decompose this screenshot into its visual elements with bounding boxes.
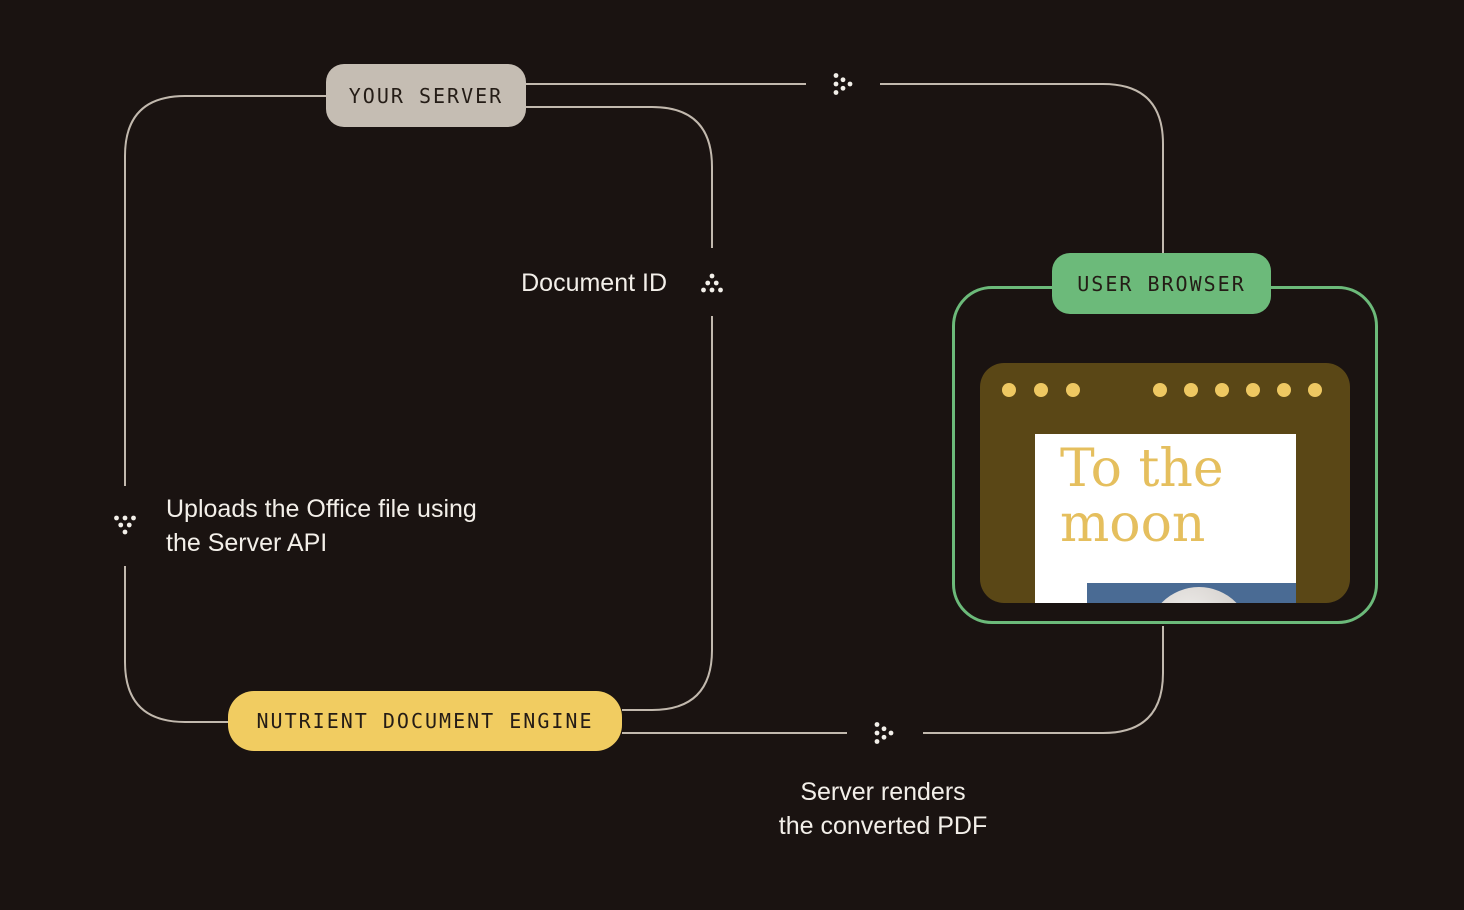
edge-label-document-id: Document ID [521, 269, 667, 297]
moon-image [1147, 587, 1251, 603]
browser-toolbar-dot [1308, 383, 1322, 397]
moon-photo [1087, 583, 1296, 603]
browser-window-controls [1002, 383, 1080, 397]
browser-toolbar-dot [1277, 383, 1291, 397]
connector-upload-segment-1 [124, 95, 326, 486]
node-your-server: YOUR SERVER [326, 64, 526, 127]
document-title-line1: To the [1060, 439, 1224, 499]
edge-label-upload: Uploads the Office file using the Server… [166, 492, 477, 560]
document-title-line2: moon [1060, 494, 1206, 554]
connector-top-segment-2 [880, 83, 1164, 253]
edge-label-upload-line1: Uploads the Office file using [166, 495, 477, 523]
browser-toolbar-dot [1184, 383, 1198, 397]
dotted-arrow-right-icon [833, 73, 853, 95]
dotted-arrow-right-icon [874, 722, 894, 744]
edge-label-render-line2: the converted PDF [778, 812, 988, 840]
dotted-arrow-down-icon [114, 515, 136, 535]
browser-toolbar-dot [1153, 383, 1167, 397]
browser-control-dot [1066, 383, 1080, 397]
connector-docid-segment-2 [622, 316, 713, 711]
browser-window: To the moon [980, 363, 1350, 603]
browser-toolbar-dots [1153, 383, 1322, 397]
node-nutrient-document-engine: NUTRIENT DOCUMENT ENGINE [228, 691, 622, 751]
edge-label-render: Server renders the converted PDF [743, 775, 1023, 843]
rendered-pdf-page: To the moon [1035, 434, 1296, 603]
connector-render-segment-2 [923, 626, 1164, 734]
user-browser-frame: To the moon [952, 286, 1378, 624]
edge-label-render-line1: Server renders [800, 778, 966, 806]
browser-control-dot [1034, 383, 1048, 397]
browser-control-dot [1002, 383, 1016, 397]
connector-docid-segment-1 [526, 106, 713, 248]
edge-label-upload-line2: the Server API [166, 529, 328, 557]
document-title: To the moon [1060, 442, 1224, 552]
connector-upload-segment-2 [124, 566, 228, 723]
node-user-browser: USER BROWSER [1052, 253, 1271, 314]
dotted-arrow-up-icon [701, 273, 723, 293]
browser-toolbar-dot [1246, 383, 1260, 397]
browser-toolbar-dot [1215, 383, 1229, 397]
